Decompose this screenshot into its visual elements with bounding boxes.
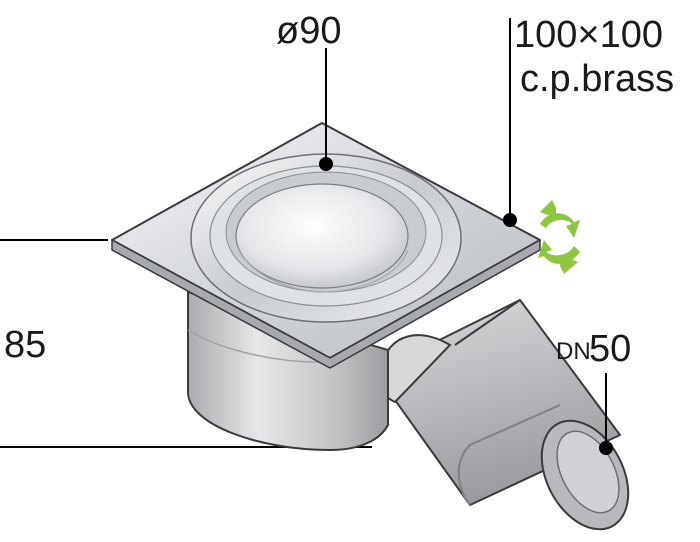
dn-prefix-label: DN — [556, 338, 591, 365]
drain-cap — [235, 183, 409, 289]
cover-plate — [111, 122, 541, 369]
leader-dn — [599, 373, 613, 455]
height-label: 85 — [4, 324, 47, 366]
material-label: c.p.brass — [520, 58, 675, 100]
leader-diameter — [319, 48, 333, 171]
diameter-label: ø90 — [276, 10, 342, 52]
leader-size — [503, 18, 517, 227]
rotate-arrows-icon — [538, 200, 580, 274]
plate-size-label: 100×100 — [514, 14, 663, 56]
dn-value-label: 50 — [589, 328, 632, 370]
